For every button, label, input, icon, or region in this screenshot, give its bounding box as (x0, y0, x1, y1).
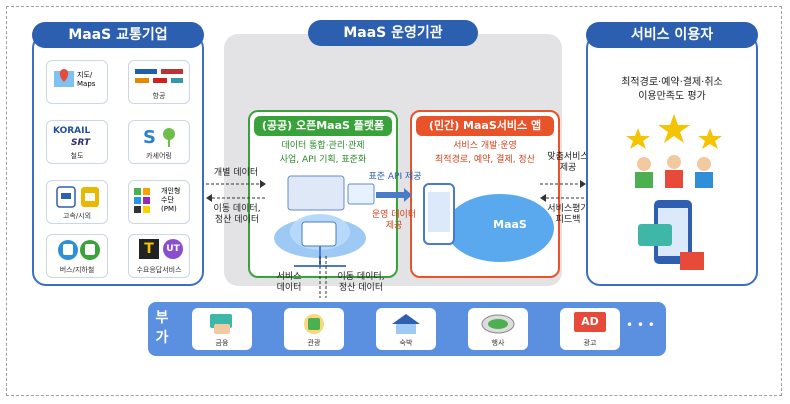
tile-demand-response-label: 수요응답서비스 (136, 266, 182, 274)
tile-rail-label: 철도 (70, 152, 84, 160)
korail-logo: KORAIL (53, 126, 91, 136)
addon-services-strip: 부가 금융 관광 숙박 행사 AD 광고 • • • (148, 302, 666, 356)
srt-logo: SRT (71, 138, 91, 148)
mobile-payment-icon (638, 200, 704, 270)
maas-operator-panel: MaaS 운영기관 (공공) 오픈MaaS 플랫폼 데이터 통합·관리·관제 사… (224, 20, 562, 286)
users-line-1: 최적경로·예약·결제·취소 (621, 77, 723, 88)
arrow-left-2-icon (540, 194, 586, 202)
flow-service-data: 서비스 데이터 (276, 272, 302, 293)
api-arrows-icon (376, 188, 412, 202)
cloud-server-icon (274, 175, 375, 267)
private-app-box: (민간) MaaS서비스 앱 서비스 개발·운영 최적경로, 예약, 결제, 정… (410, 110, 560, 278)
addon-ad: AD 광고 (560, 308, 620, 350)
flow-operation-data: 운영 데이터 제공 (371, 210, 417, 231)
private-line-1: 서비스 개발·운영 (453, 141, 517, 151)
more-dots: • • • (626, 318, 655, 332)
svg-text:S: S (143, 127, 156, 148)
tile-carshare: S 카셰어링 (128, 120, 190, 164)
flow-evaluation: 서비스평가 피드백 (547, 204, 589, 225)
maas-app-badge: MaaS (493, 218, 527, 231)
panel-title-users: 서비스 이용자 (586, 22, 758, 48)
satisfaction-stars-icon (626, 114, 722, 188)
bus-subway-icon (58, 240, 100, 260)
tile-carshare-label: 카셰어링 (146, 152, 172, 160)
addon-tourism: 관광 (284, 308, 344, 350)
lodging-icon (392, 314, 420, 334)
airline-logos-icon (135, 69, 183, 83)
addon-tourism-label: 관광 (307, 339, 321, 347)
users-line-2: 이용만족도 평가 (638, 91, 706, 102)
flow-usage-data-bottom: 이동 데이터, 정산 데이터 (337, 272, 385, 293)
tile-airline-label: 항공 (152, 92, 166, 100)
arrow-left-icon (206, 194, 266, 202)
tile-demand-response: T UT 수요응답서비스 (128, 234, 190, 278)
public-line-1: 데이터 통합·관리·관제 (281, 141, 365, 151)
addon-event-label: 행사 (491, 339, 505, 347)
public-platform-title: (공공) 오픈MaaS 플랫폼 (254, 116, 392, 136)
tile-bus-subway-label: 버스/지하철 (59, 266, 95, 274)
addon-lodging: 숙박 (376, 308, 436, 350)
tile-intercity-bus-label: 고속/시외 (62, 212, 92, 220)
event-icon (481, 314, 515, 334)
addon-lodging-label: 숙박 (399, 339, 413, 347)
diagram-frame (6, 6, 782, 396)
addon-event: 행사 (468, 308, 528, 350)
tile-personal-mobility: 개인형 수단 (PM) (128, 180, 190, 224)
ut-logo: UT (163, 239, 183, 259)
tile-intercity-bus: 고속/시외 (46, 180, 108, 224)
addon-finance-label: 금융 (215, 339, 229, 347)
flow-open-data: 개별 데이터 (213, 168, 259, 178)
panel-title-transport: MaaS 교통기업 (32, 22, 204, 48)
addon-ad-label: 광고 (583, 339, 597, 347)
tile-rail: KORAIL SRT 철도 (46, 120, 108, 164)
private-line-2: 최적경로, 예약, 결제, 정산 (435, 155, 535, 165)
flow-custom-service: 맞춤서비스 제공 (547, 152, 589, 173)
arrow-right-icon (206, 180, 266, 188)
tile-airline: 항공 (128, 60, 190, 104)
finance-icon (210, 314, 232, 334)
t-logo: T (139, 239, 159, 259)
tourism-icon (304, 314, 324, 334)
bus-terminal-icon (56, 186, 99, 208)
transport-companies-panel: MaaS 교통기업 지도/ Maps 항공 KORAIL SRT 철도 S 카셰… (32, 22, 204, 286)
panel-title-operator: MaaS 운영기관 (308, 20, 478, 46)
ad-icon: AD (574, 312, 606, 332)
arrow-vertical-icon (319, 256, 327, 298)
flow-usage-data-left: 이동 데이터, 정산 데이터 (213, 204, 261, 225)
private-app-title: (민간) MaaS서비스 앱 (416, 116, 554, 136)
tile-pm-label: 개인형 수단 (PM) (161, 187, 181, 213)
carshare-icon: S (143, 127, 175, 148)
addon-finance: 금융 (192, 308, 252, 350)
maas-app-icon (423, 183, 554, 262)
service-users-panel: 서비스 이용자 최적경로·예약·결제·취소 이용만족도 평가 (586, 22, 758, 286)
public-platform-box: (공공) 오픈MaaS 플랫폼 데이터 통합·관리·관제 사업, API 기획,… (248, 110, 398, 278)
addon-label: 부가 (155, 310, 169, 346)
tile-bus-subway: 버스/지하철 (46, 234, 108, 278)
tile-maps-label: 지도/ Maps (77, 71, 96, 88)
public-line-2: 사업, API 기획, 표준화 (279, 155, 367, 165)
flow-standard-api: 표준 API 제공 (368, 172, 422, 182)
tile-maps: 지도/ Maps (46, 60, 108, 104)
arrow-right-2-icon (540, 180, 586, 188)
map-icon (54, 69, 74, 87)
personal-mobility-icon (134, 188, 150, 213)
